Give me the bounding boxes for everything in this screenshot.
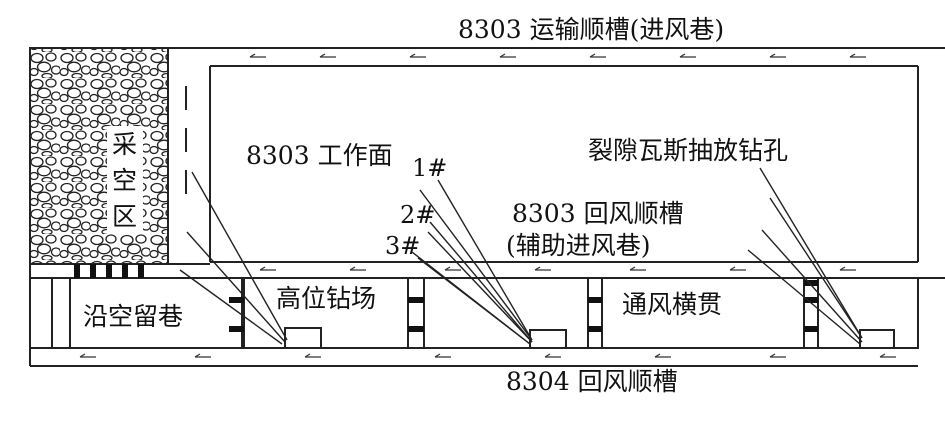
drilling-site (529, 329, 567, 349)
airflow-arrow-icon (444, 266, 461, 271)
support-pillar (90, 264, 96, 278)
support-pillar (106, 264, 112, 278)
airflow-arrow-icon (839, 266, 856, 271)
seal (588, 297, 602, 303)
ventilation-crosscut-label: 通风横贯 (622, 290, 723, 319)
boreholes (179, 171, 863, 345)
airflow-arrow-icon (849, 53, 866, 58)
borehole (747, 249, 861, 345)
goaf-area (29, 47, 169, 265)
gob-side-roadway-label: 沿空留巷 (83, 302, 184, 331)
return-roadway-8304-label: 8304 回风顺槽 (506, 367, 678, 396)
goaf-label-char1: 采 (112, 130, 138, 159)
airflow-arrow-icon (79, 353, 96, 358)
borehole (769, 197, 863, 339)
airflow-arrow-icon (679, 53, 696, 58)
seal (804, 280, 818, 286)
airflow-arrow-icon (349, 266, 366, 271)
support-pillar (122, 264, 128, 278)
seal (229, 326, 244, 332)
airflow-arrow-icon (499, 53, 516, 58)
crosscut-seals (229, 280, 818, 332)
airflow-arrow-icon (434, 353, 451, 358)
high-drilling-site-label: 高位钻场 (276, 284, 377, 313)
pillar (69, 277, 243, 349)
seal (408, 297, 424, 303)
airflow-arrow-icon (589, 53, 606, 58)
seal (804, 297, 818, 303)
borehole-1-label: 1# (412, 154, 448, 182)
gob-side-supports (74, 264, 144, 278)
leader-holes (759, 167, 863, 339)
airflow-arrow-icon (879, 353, 896, 358)
airflow-arrow-icon (729, 266, 746, 271)
borehole (419, 189, 533, 341)
borehole (179, 269, 283, 345)
airflow-arrow-icon (304, 353, 321, 358)
pillar (601, 277, 805, 349)
leader-2 (429, 221, 533, 343)
borehole (761, 229, 863, 343)
fracture-drainage-holes-label: 裂隙瓦斯抽放钻孔 (588, 136, 789, 165)
airflow-arrow-icon (319, 53, 336, 58)
airflow-arrow-icon (769, 353, 786, 358)
airflow-arrow-icon (544, 353, 561, 358)
airflow-arrow-icon (654, 353, 671, 358)
airflow-arrow-icon (769, 53, 786, 58)
return-roadway-8303-label: 8303 回风顺槽 (512, 199, 684, 228)
airflow-arrow-icon (629, 266, 646, 271)
borehole-2-label: 2# (400, 201, 436, 229)
seal (408, 326, 424, 332)
airflow-arrow-icon (194, 353, 211, 358)
drilling-site (859, 329, 895, 349)
goaf-label-backdrop (107, 126, 143, 234)
leader-lines (411, 167, 863, 345)
seal (588, 326, 602, 332)
airflow-arrow-icon (409, 53, 426, 58)
seal (804, 326, 818, 332)
borehole (186, 231, 286, 343)
return-roadway-8303-note: (辅助进风巷) (506, 231, 651, 260)
leader-1 (437, 179, 533, 341)
airflow-arrow-icon (259, 266, 276, 271)
transport-roadway-label: 8303 运输顺槽(进风巷) (458, 15, 725, 44)
support-pillar (138, 264, 144, 278)
borehole (191, 171, 288, 341)
airflow-arrow-icon (249, 53, 266, 58)
leader-3 (411, 251, 531, 345)
airflow-arrow-icon (534, 266, 551, 271)
drilling-site (284, 327, 322, 349)
goaf-label-char3: 区 (112, 202, 138, 231)
goaf-label-char2: 空 (112, 166, 138, 195)
seal (229, 297, 244, 303)
working-face-label: 8303 工作面 (246, 141, 393, 170)
borehole-3-label: 3# (385, 232, 421, 260)
airflow-arrows (79, 53, 896, 358)
borehole (427, 231, 533, 343)
support-pillar (74, 264, 80, 278)
